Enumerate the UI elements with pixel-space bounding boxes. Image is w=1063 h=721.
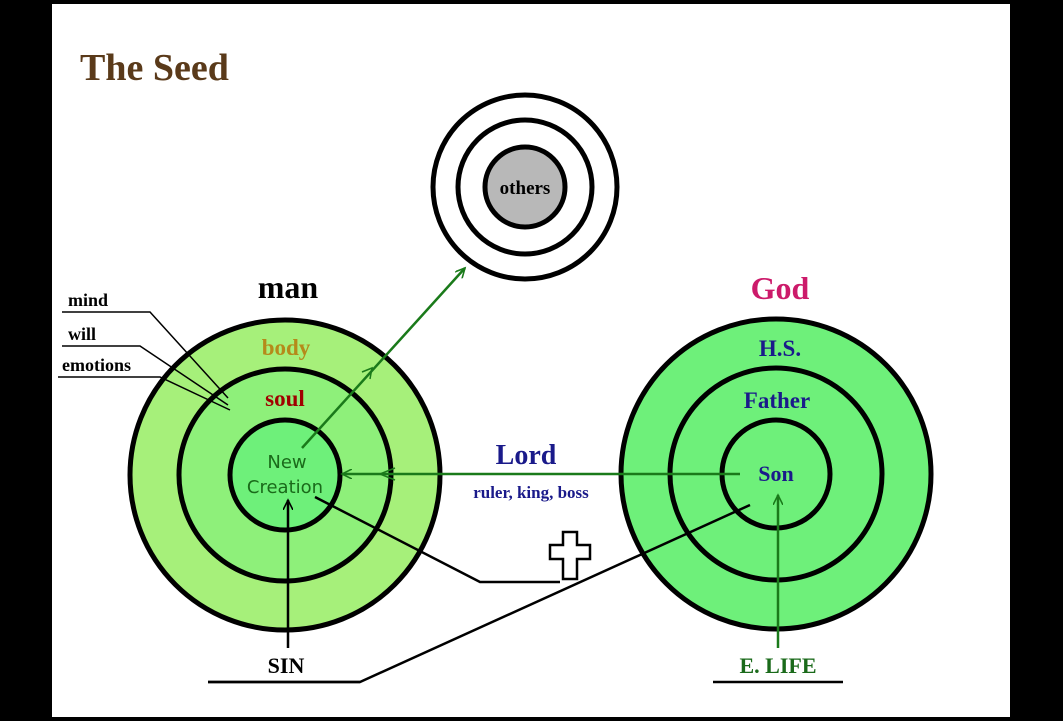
lord-arrow-mid-chevron — [377, 467, 396, 481]
emotions-leader — [58, 376, 231, 411]
man-target: man body soul New Creation — [127, 269, 443, 633]
will-leader — [62, 345, 229, 406]
others-target: others — [430, 92, 620, 282]
lord-subtitle: ruler, king, boss — [473, 483, 589, 502]
emotions-label: emotions — [62, 355, 131, 375]
cross-icon — [548, 530, 592, 581]
god-heading: God — [751, 270, 810, 306]
new-creation-label-line1: New — [267, 452, 306, 473]
new-creation-label-line2: Creation — [247, 477, 323, 498]
elife-label: E. LIFE — [739, 653, 816, 678]
sin-label: SIN — [268, 653, 305, 678]
father-label: Father — [744, 388, 810, 413]
mind-label: mind — [68, 290, 108, 310]
body-label: body — [262, 335, 311, 360]
soul-label: soul — [265, 386, 305, 411]
son-label: Son — [758, 461, 793, 486]
others-arrow — [301, 268, 465, 449]
hs-label: H.S. — [759, 336, 801, 361]
mind-leader — [62, 311, 229, 399]
will-label: will — [68, 324, 96, 344]
man-ring-new-creation — [227, 417, 343, 533]
others-ring-inner — [482, 144, 568, 230]
others-arrow-mid-chevron — [361, 366, 373, 380]
god-target: God H.S. Father Son — [618, 270, 934, 632]
lord-title: Lord — [496, 440, 557, 471]
others-label: others — [500, 178, 551, 199]
page-title: The Seed — [80, 47, 229, 89]
man-side-labels: mind will emotions — [58, 290, 231, 411]
man-heading: man — [258, 269, 319, 305]
cross-connector-line — [314, 495, 560, 584]
